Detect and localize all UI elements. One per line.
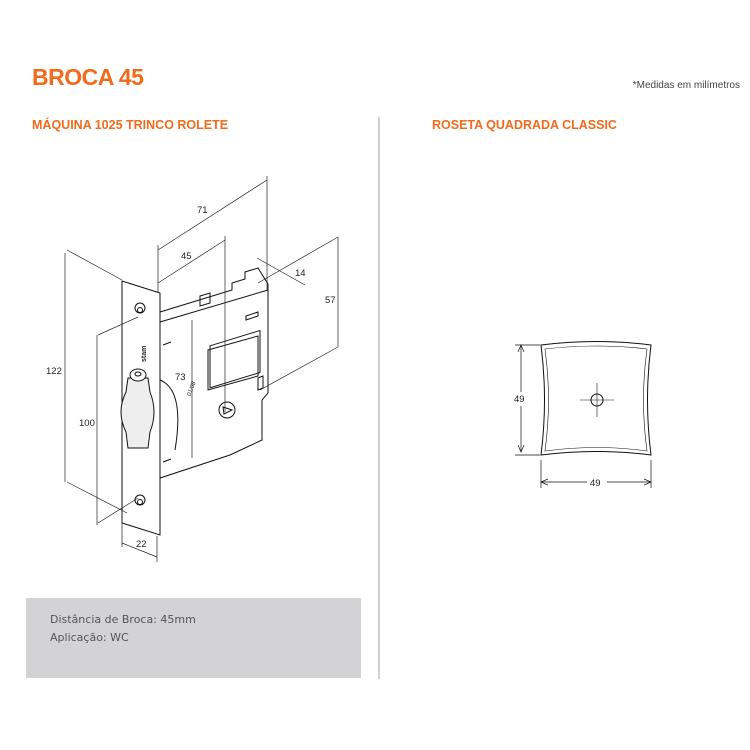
dim-22: 22 — [136, 539, 147, 550]
dimension-lines — [64, 176, 339, 562]
svg-text:stam: stam — [141, 346, 148, 362]
rosette-subtitle: ROSETA QUADRADA CLASSIC — [432, 118, 617, 132]
rosette-width-dim: 49 — [590, 478, 601, 489]
column-divider — [378, 117, 380, 679]
lock-drawing: stam 01/08 — [120, 267, 269, 536]
dim-71: 71 — [197, 205, 208, 216]
dim-14: 14 — [295, 268, 306, 279]
units-note: *Medidas em milímetros — [632, 80, 740, 91]
dim-45: 45 — [181, 251, 192, 262]
info-box: Distância de Broca: 45mm Aplicação: WC — [26, 598, 361, 678]
dim-100: 100 — [79, 418, 95, 429]
dim-122: 122 — [46, 366, 62, 377]
broca-distance: Distância de Broca: 45mm — [50, 613, 196, 626]
dim-57: 57 — [325, 295, 336, 306]
dim-73: 73 — [175, 372, 186, 383]
rosette-drawing — [515, 341, 652, 488]
rosette-height-dim: 49 — [514, 394, 525, 405]
application: Aplicação: WC — [50, 631, 129, 644]
page-title: BROCA 45 — [32, 64, 144, 90]
lock-subtitle: MÁQUINA 1025 TRINCO ROLETE — [32, 118, 229, 132]
